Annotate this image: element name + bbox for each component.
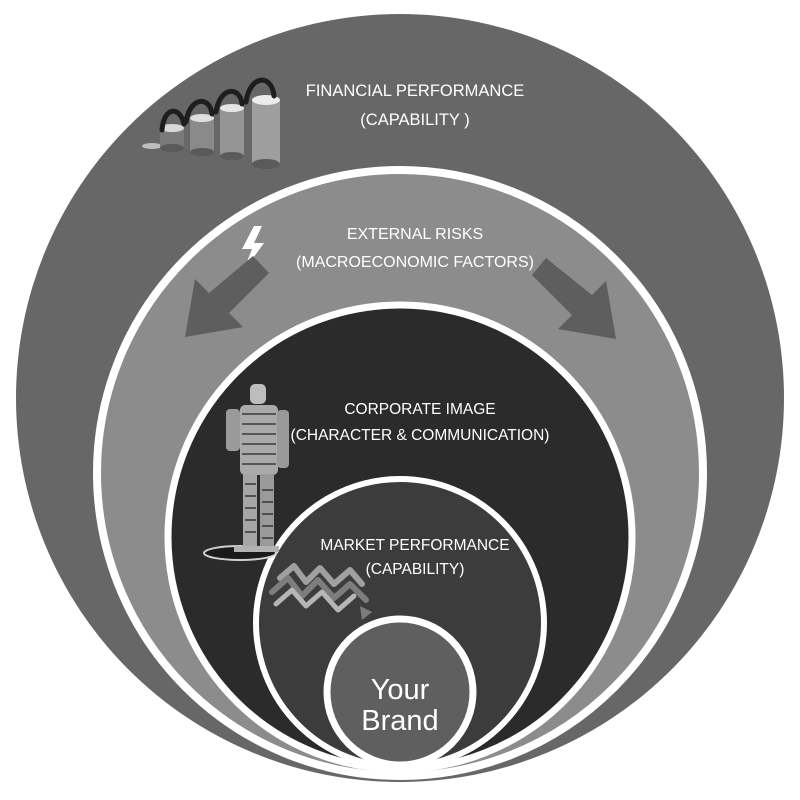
external-risks-title: EXTERNAL RISKS xyxy=(346,226,484,243)
financial-performance-title: FINANCIAL PERFORMANCE xyxy=(305,82,525,100)
person-word-cloud-icon xyxy=(203,384,289,561)
market-performance-subtitle: (CAPABILITY) xyxy=(365,561,465,578)
arrow-down-left-icon xyxy=(185,256,269,337)
financial-performance-subtitle: (CAPABILITY ) xyxy=(360,111,470,129)
market-performance-title: MARKET PERFORMANCE xyxy=(320,537,510,554)
zigzag-trend-icon xyxy=(269,563,372,620)
external-risks-subtitle: (MACROECONOMIC FACTORS) xyxy=(296,254,534,271)
brand-center-line1: Your xyxy=(370,674,430,706)
lightning-bolt-icon xyxy=(242,226,264,272)
corporate-image-subtitle: (CHARACTER & COMMUNICATION) xyxy=(290,427,550,444)
corporate-image-title: CORPORATE IMAGE xyxy=(344,401,496,418)
brand-center-line2: Brand xyxy=(361,705,439,737)
arrow-down-right-icon xyxy=(532,258,616,339)
brand-center-circle xyxy=(323,615,477,769)
coin-stacks-icon xyxy=(142,77,280,169)
